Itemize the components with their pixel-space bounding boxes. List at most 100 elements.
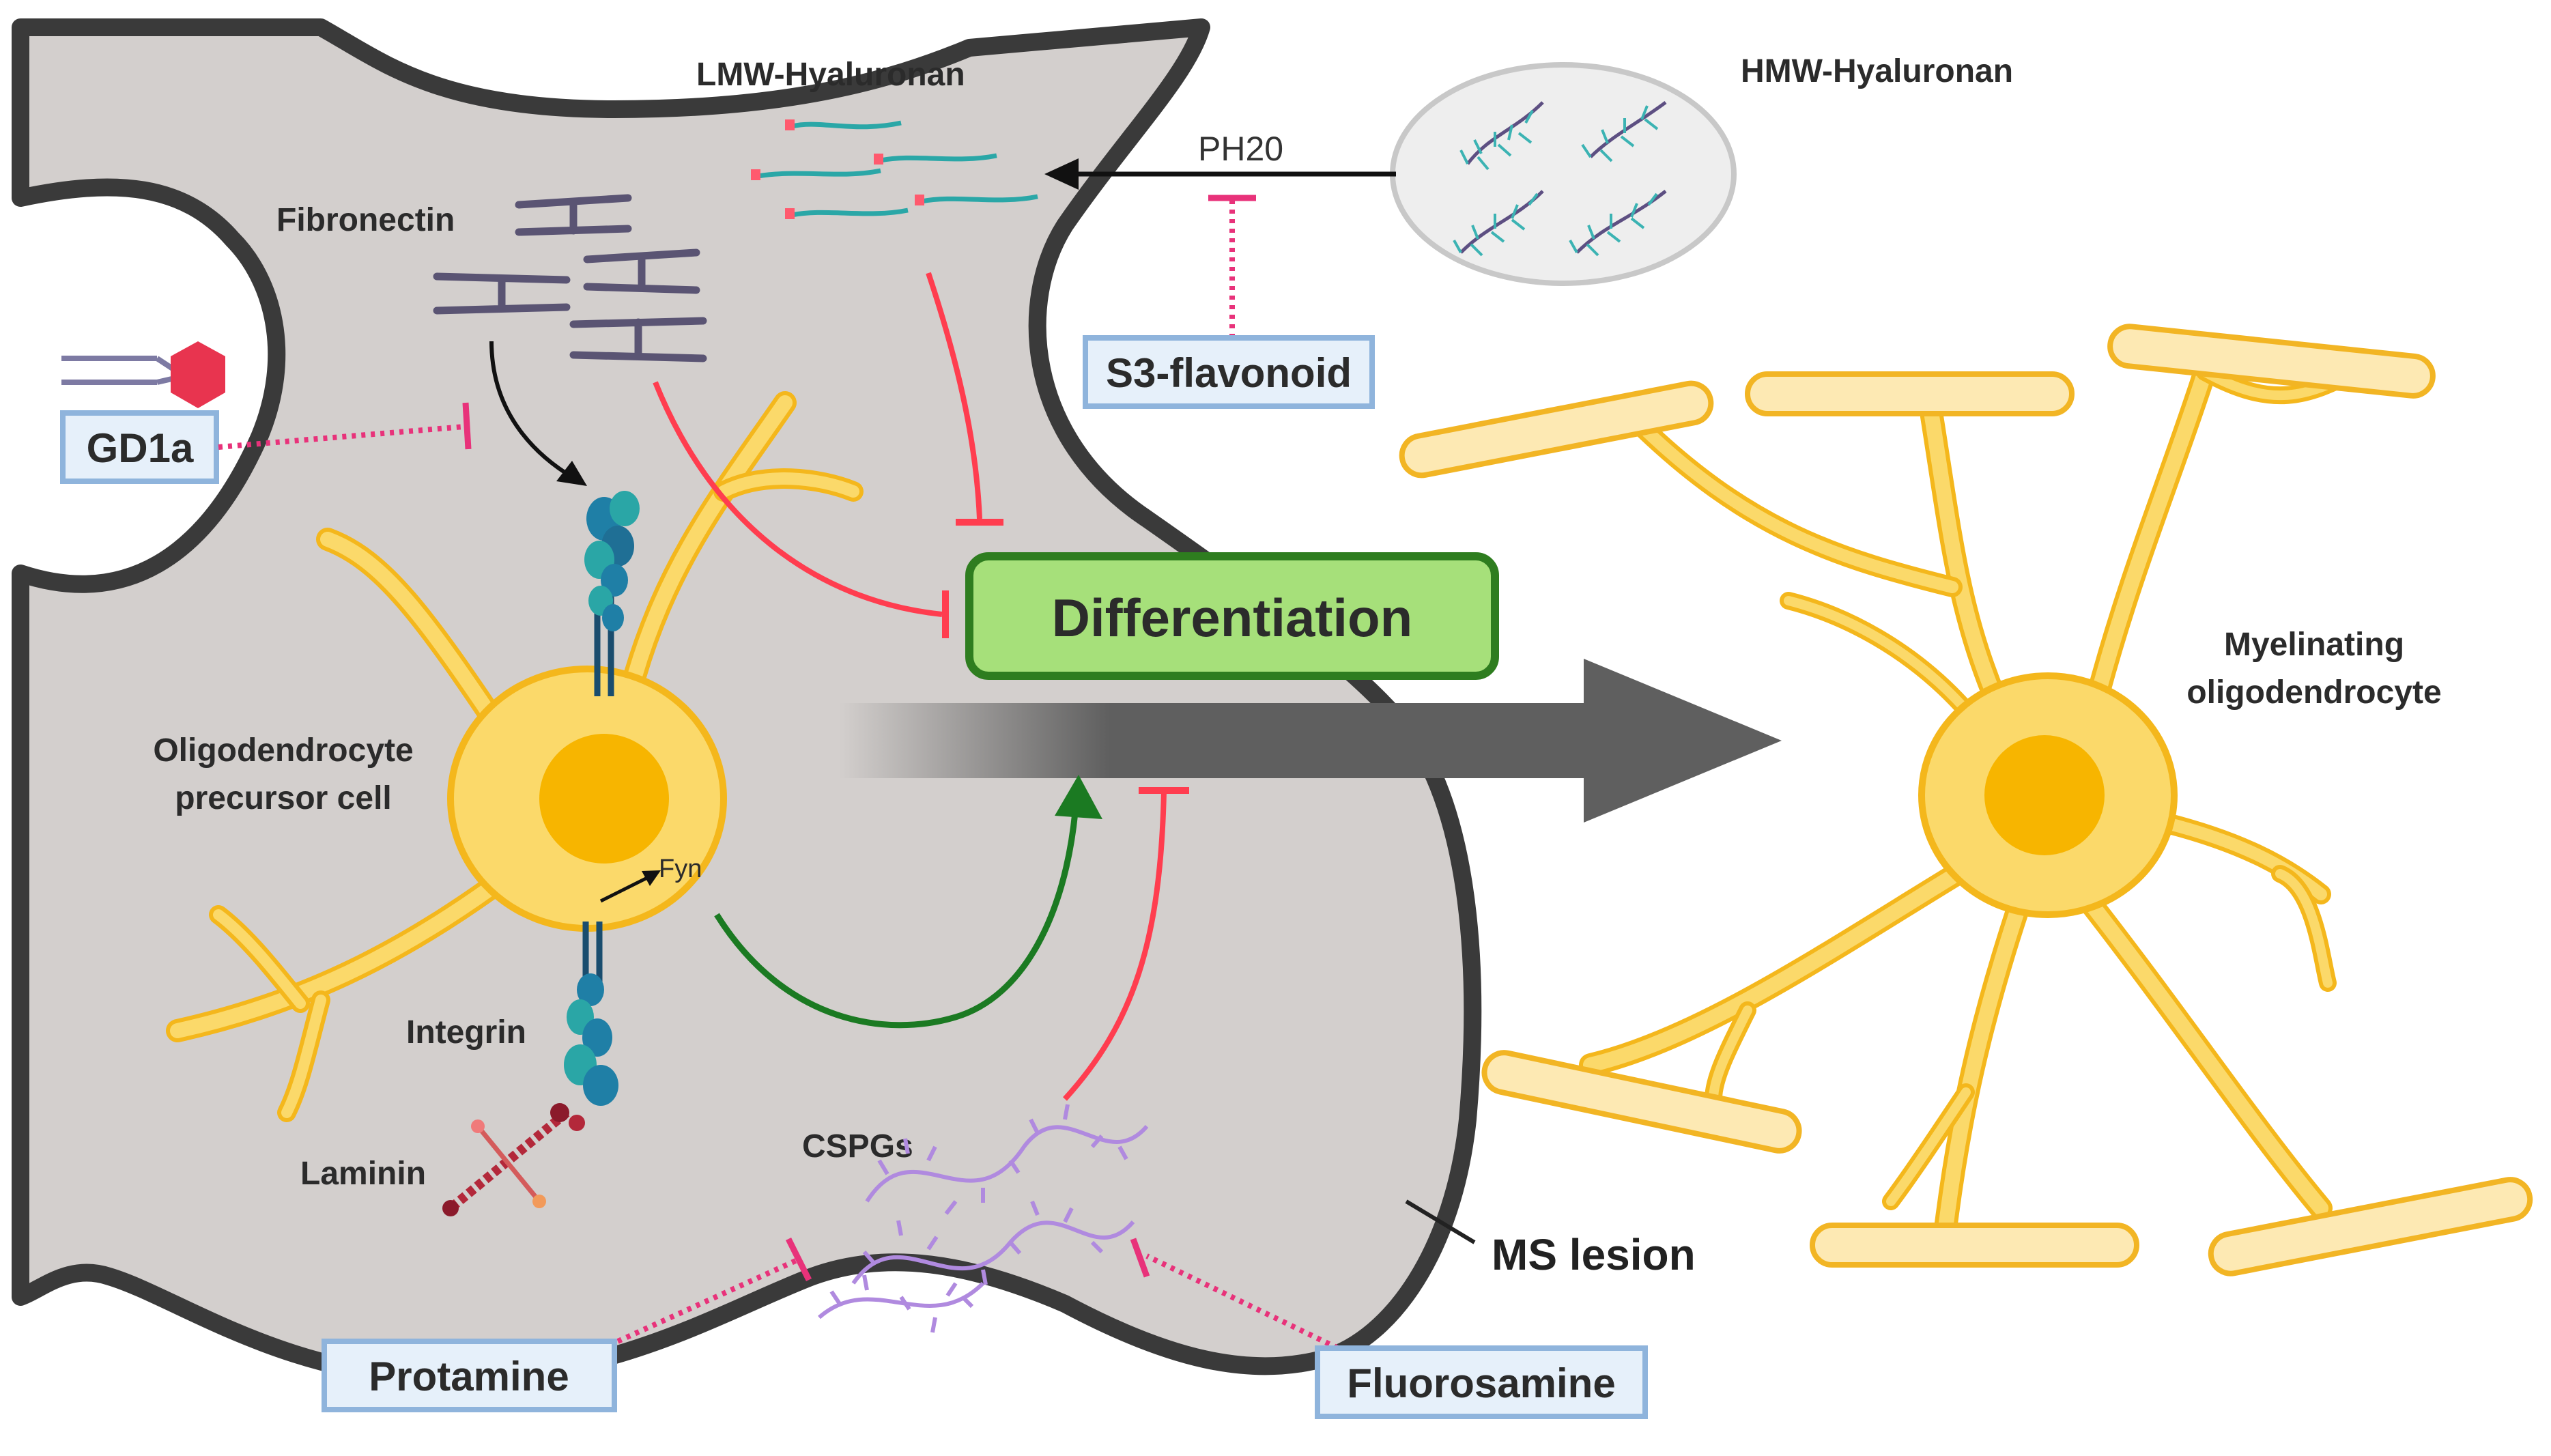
lmw-fragment-end: [751, 169, 760, 180]
fyn-arrowhead: [642, 870, 661, 886]
cspg-core: [818, 1281, 985, 1319]
cspg-core: [865, 1125, 1149, 1203]
myelin-sheath: [1810, 1223, 2139, 1268]
myelinating-oligodendrocyte: [1399, 324, 2533, 1276]
opc-process: [213, 909, 306, 1009]
myelin-sheath: [1745, 371, 2075, 416]
mol-process: [2088, 365, 2212, 711]
fyn-arrow-line: [599, 875, 650, 903]
integrin-domain: [583, 1065, 618, 1106]
lmw-hyaluronan-icon: [751, 119, 1038, 219]
laminin-icon: [442, 1103, 585, 1216]
lmw-fragment: [791, 120, 902, 130]
fluorosamine-label: Fluorosamine: [1347, 1360, 1615, 1406]
gd1a-icon: [61, 341, 225, 408]
lmw-fragment: [921, 194, 1038, 204]
gd1a-box: [60, 410, 219, 484]
promote-arrow: [714, 812, 1079, 1029]
myelinating-label-line1: Myelinating: [2224, 627, 2404, 663]
opc-cell: [166, 391, 864, 1122]
myelin-sheaths: [1399, 324, 2533, 1276]
opc-process: [320, 532, 513, 745]
cspgs-inhibition-curve: [1063, 791, 1167, 1101]
cspgs-icon: [818, 1104, 1149, 1333]
myelin-sheath: [1481, 1050, 1802, 1154]
lmw-fragment: [791, 208, 909, 218]
opc-process: [170, 880, 499, 1038]
fluorosamine-dotted-line: [1145, 1253, 1339, 1351]
lmw-fragment: [757, 168, 881, 179]
lmw-fragment: [880, 153, 997, 163]
protamine-label: Protamine: [369, 1354, 569, 1399]
fibronectin-arrowhead: [556, 461, 587, 486]
lmw-fragment-end: [874, 154, 883, 165]
fibronectin-to-integrin-arrow: [489, 341, 575, 480]
lmw-fragment-end: [785, 208, 795, 219]
promote-arrowhead: [1055, 775, 1102, 819]
gd1a-dotted-line: [218, 424, 465, 450]
fibronectin-label: Fibronectin: [276, 202, 455, 238]
protamine-box: [322, 1339, 617, 1412]
integrin-label: Integrin: [406, 1014, 526, 1051]
mol-process: [1780, 592, 1975, 719]
progress-arrow-head: [1584, 659, 1782, 823]
mol-nucleus: [1984, 735, 2105, 855]
ms-lesion-label: MS lesion: [1492, 1230, 1696, 1279]
opc-process: [281, 995, 326, 1118]
fibronectin-dimer: [515, 194, 632, 236]
s3-flavonoid-box: [1083, 335, 1375, 409]
myelin-sheath: [2208, 1177, 2533, 1276]
laminin-arm: [476, 1124, 541, 1203]
laminin-label: Laminin: [300, 1156, 426, 1192]
laminin-bead: [569, 1115, 585, 1131]
mol-process: [1709, 1005, 1752, 1104]
integrin-upper-icon: [584, 491, 640, 696]
hmw-hyaluronan-icon: [1390, 62, 1737, 286]
fibronectin-inhibition-curve: [653, 381, 943, 617]
hmw-bristles: [1453, 105, 1659, 257]
cspgs-label: CSPGs: [802, 1128, 913, 1165]
integrin-lower-icon: [564, 922, 618, 1106]
mol-process: [2081, 894, 2328, 1216]
s3-flavonoid-label: S3-flavonoid: [1106, 350, 1352, 396]
progress-arrow-shaft: [840, 703, 1611, 778]
opc-label-line1: Oligodendrocyte: [153, 732, 413, 769]
integrin-domain: [610, 491, 640, 526]
fibronectin-icon: [433, 194, 707, 362]
hmw-bubble: [1390, 62, 1737, 286]
ph20-arrowhead: [1044, 158, 1079, 190]
integrin-domain: [582, 1018, 612, 1057]
fluorosamine-box: [1315, 1345, 1648, 1419]
mol-process: [1924, 409, 2008, 717]
fyn-label: Fyn: [659, 855, 702, 883]
myelin-sheath: [2107, 324, 2436, 399]
integrin-domain: [577, 973, 604, 1006]
fibronectin-dimer: [569, 317, 707, 362]
lmw-fragment-end: [915, 195, 924, 205]
mol-process: [1583, 853, 1987, 1072]
hmw-hyaluronan-label: HMW-Hyaluronan: [1741, 53, 2013, 89]
hmw-strand: [1466, 101, 1544, 165]
fibronectin-dimer: [583, 248, 700, 294]
protamine-tbar: [785, 1237, 812, 1282]
opc-nucleus: [539, 734, 669, 863]
mol-process: [1938, 894, 2028, 1236]
laminin-bead: [532, 1195, 546, 1208]
fluorosamine-tbar: [1130, 1238, 1150, 1278]
gd1a-label: GD1a: [87, 425, 194, 471]
differentiation-label: Differentiation: [1052, 588, 1413, 648]
myelinating-label-line2: oligodendrocyte: [2186, 674, 2441, 711]
mol-processes: [1579, 360, 2364, 1240]
lmw-inhibition-curve: [926, 272, 982, 519]
mol-process: [1886, 1087, 1971, 1206]
ms-lesion-pointer: [1405, 1199, 1476, 1244]
progress-arrow: [840, 659, 1782, 823]
fibronectin-dimer: [433, 272, 571, 315]
laminin-bead: [471, 1119, 485, 1133]
opc-label-line2: precursor cell: [175, 780, 391, 816]
mol-process: [1625, 410, 1958, 593]
mol-process: [1784, 596, 1971, 715]
integrin-domain: [602, 604, 624, 631]
ph20-label: PH20: [1198, 130, 1283, 168]
gd1a-tbar: [462, 402, 472, 450]
